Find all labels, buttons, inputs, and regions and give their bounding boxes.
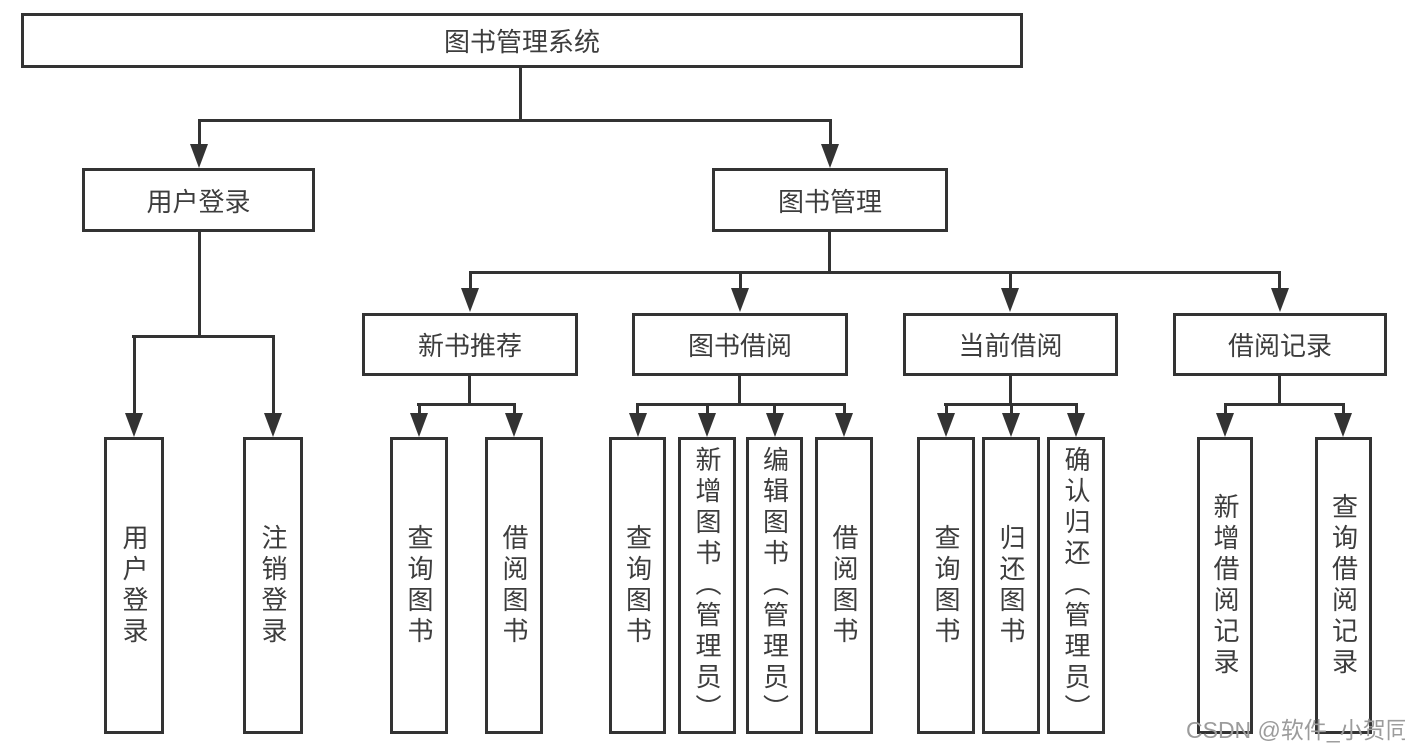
leaf-query-books-newbook-label: 查询图书 [404,523,434,648]
connector-leaf-a1-stub [133,335,136,415]
connector-leaf-d2-stub [1010,403,1013,415]
leaf-edit-books-admin: 编辑图书（管理员） [746,437,803,734]
connector-new-book-stub [469,271,472,289]
node-root-library-system: 图书管理系统 [21,13,1023,68]
connector-borrow-record-crossbar [1224,403,1345,406]
connector-root-stem [519,66,522,122]
leaf-query-books-current: 查询图书 [917,437,975,734]
arrow-down-leaf-a2 [264,413,282,437]
connector-leaf-e2-stub [1342,403,1345,415]
leaf-confirm-return-admin-label: 确认归还（管理员） [1061,446,1091,725]
arrow-down-user-login [190,144,208,168]
leaf-user-login-label: 用户登录 [119,523,149,648]
arrow-down-leaf-d1 [937,413,955,437]
arrow-down-leaf-e2 [1334,413,1352,437]
leaf-return-books-label: 归还图书 [996,523,1026,648]
connector-book-mgmt-stub [829,119,832,149]
connector-leaf-b2-stub [513,403,516,415]
arrow-down-borrow-record [1271,288,1289,312]
connector-new-book-crossbar [417,403,516,406]
node-new-book-label: 新书推荐 [417,331,522,361]
connector-book-mgmt-crossbar [469,271,1281,274]
arrow-down-leaf-a1 [125,413,143,437]
leaf-query-borrow-record-label: 查询借阅记录 [1328,492,1359,679]
leaf-query-borrow-record: 查询借阅记录 [1315,437,1372,734]
node-new-book-recommend: 新书推荐 [362,313,578,376]
connector-leaf-d1-stub [945,403,948,415]
arrow-down-leaf-d2 [1002,413,1020,437]
csdn-watermark: CSDN @软件_小贺同学 [1186,717,1405,743]
node-root-label: 图书管理系统 [443,27,600,57]
leaf-logout-login: 注销登录 [243,437,303,734]
leaf-query-books-current-label: 查询图书 [931,523,961,648]
connector-current-borrow-stem [1009,375,1012,406]
leaf-user-login: 用户登录 [104,437,164,734]
connector-leaf-c3-stub [773,403,776,415]
node-borrowing-records: 借阅记录 [1173,313,1387,376]
connector-user-login-stem [198,232,201,338]
node-user-login: 用户登录 [82,168,315,232]
connector-book-mgmt-stem [828,232,831,274]
leaf-query-books-borrowing-label: 查询图书 [622,523,653,648]
connector-leaf-b1-stub [418,403,421,415]
arrow-down-leaf-d3 [1067,413,1085,437]
leaf-borrow-books: 借阅图书 [815,437,873,734]
connector-borrow-record-stub [1278,271,1281,289]
leaf-query-books-borrowing: 查询图书 [609,437,666,734]
connector-current-borrow-stub [1009,271,1012,289]
leaf-add-books-admin: 新增图书（管理员） [678,437,736,734]
connector-user-login-crossbar [132,335,275,338]
arrow-down-book-borrow [731,288,749,312]
arrow-down-new-book [461,288,479,312]
connector-root-crossbar [198,119,832,122]
arrow-down-leaf-b2 [505,413,523,437]
connector-leaf-c1-stub [636,403,639,415]
arrow-down-leaf-c1 [629,413,647,437]
arrow-down-book-mgmt [821,144,839,168]
arrow-down-current-borrow [1001,288,1019,312]
connector-book-borrow-stem [738,375,741,406]
node-current-borrowing-label: 当前借阅 [958,331,1063,361]
arrow-down-leaf-e1 [1216,413,1234,437]
leaf-return-books: 归还图书 [982,437,1040,734]
connector-leaf-c4-stub [843,403,846,415]
leaf-borrow-books-newbook: 借阅图书 [485,437,543,734]
node-book-borrowing-label: 图书借阅 [687,331,792,361]
connector-leaf-d3-stub [1075,403,1078,415]
connector-leaf-a2-stub [272,335,275,415]
leaf-add-books-admin-label: 新增图书（管理员） [692,446,722,725]
node-current-borrowing: 当前借阅 [903,313,1118,376]
leaf-confirm-return-admin: 确认归还（管理员） [1047,437,1105,734]
leaf-add-borrow-record-label: 新增借阅记录 [1210,492,1240,679]
node-book-borrowing: 图书借阅 [632,313,848,376]
leaf-borrow-books-label: 借阅图书 [829,523,859,648]
connector-book-borrow-stub [739,271,742,289]
connector-leaf-c2-stub [706,403,709,415]
node-user-login-label: 用户登录 [146,186,251,217]
node-book-management-label: 图书管理 [777,186,882,217]
leaf-edit-books-admin-label: 编辑图书（管理员） [759,446,790,725]
node-borrowing-records-label: 借阅记录 [1227,331,1332,361]
leaf-add-borrow-record: 新增借阅记录 [1197,437,1253,734]
node-book-management: 图书管理 [712,168,948,232]
leaf-logout-login-label: 注销登录 [258,523,288,648]
leaf-borrow-books-newbook-label: 借阅图书 [499,523,529,648]
connector-user-login-stub [198,119,201,149]
arrow-down-leaf-c2 [698,413,716,437]
connector-borrow-record-stem [1278,375,1281,406]
connector-new-book-stem [468,375,471,406]
arrow-down-leaf-c4 [835,413,853,437]
leaf-query-books-newbook: 查询图书 [390,437,448,734]
arrow-down-leaf-c3 [766,413,784,437]
connector-leaf-e1-stub [1224,403,1227,415]
arrow-down-leaf-b1 [410,413,428,437]
connector-book-borrow-crossbar [636,403,846,406]
